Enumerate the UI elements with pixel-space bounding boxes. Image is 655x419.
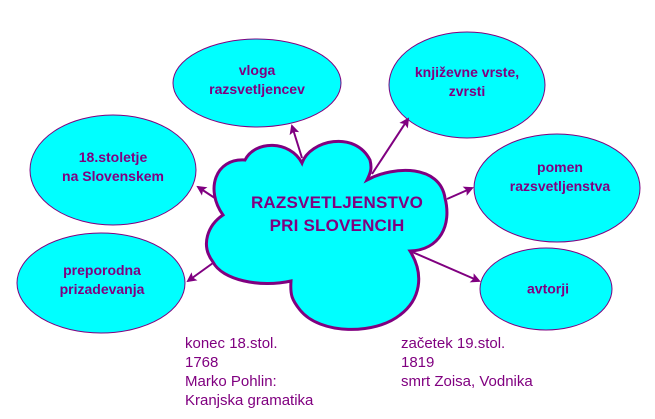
- node-avtorji-ellipse[interactable]: [479, 247, 613, 331]
- node-pomen-ellipse[interactable]: [473, 133, 641, 243]
- central-topic-line1: RAZSVETLJENSTVO: [250, 193, 424, 212]
- note-left-line: Kranjska gramatika: [185, 392, 314, 409]
- note-right-line: smrt Zoisa, Vodnika: [401, 373, 533, 390]
- arrow-to-vloga: [289, 124, 303, 159]
- node-vloga-ellipse[interactable]: [172, 38, 342, 128]
- arrow-to-preporodna: [186, 262, 214, 283]
- node-preporodna-ellipse[interactable]: [16, 232, 186, 334]
- note-left-line: Marko Pohlin:: [185, 373, 277, 390]
- central-cloud[interactable]: [204, 139, 449, 331]
- node-knjizevne-ellipse[interactable]: [388, 31, 546, 139]
- node-vloga-line2: razsvetljencev: [209, 81, 305, 97]
- note-right: začetek 19.stol. 1819 smrt Zoisa, Vodnik…: [401, 334, 533, 391]
- note-right-line: začetek 19.stol.: [401, 335, 506, 352]
- arrow-to-avtorji: [409, 250, 481, 283]
- node-knjizevne-line1: književne vrste,: [414, 64, 520, 80]
- node-preporodna-line1: preporodna: [63, 262, 141, 278]
- note-right-line: 1819: [401, 354, 435, 371]
- arrow-to-pomen: [446, 186, 474, 200]
- node-vloga-line1: vloga: [238, 62, 276, 78]
- node-pomen-line1: pomen: [537, 159, 583, 175]
- note-left: konec 18.stol. 1768 Marko Pohlin: Kranjs…: [185, 334, 313, 410]
- node-knjizevne[interactable]: književne vrste, zvrsti: [415, 63, 519, 101]
- node-preporodna-line2: prizadevanja: [59, 281, 145, 297]
- central-topic-line2: PRI SLOVENCIH: [269, 216, 405, 235]
- arrow-to-knjizevne: [371, 117, 410, 175]
- node-knjizevne-line2: zvrsti: [448, 83, 486, 99]
- node-pomen-line2: razsvetljenstva: [509, 178, 611, 194]
- node-stoletje-line2: na Slovenskem: [62, 168, 164, 184]
- node-stoletje-line1: 18.stoletje: [78, 149, 148, 165]
- note-left-line: konec 18.stol.: [185, 335, 278, 352]
- node-avtorji[interactable]: avtorji: [527, 280, 569, 299]
- central-topic: RAZSVETLJENSTVO PRI SLOVENCIH: [251, 191, 423, 237]
- node-stoletje-ellipse[interactable]: [29, 114, 197, 226]
- node-avtorji-line1: avtorji: [526, 280, 570, 297]
- node-pomen[interactable]: pomen razsvetljenstva: [510, 158, 610, 196]
- node-vloga[interactable]: vloga razsvetljencev: [209, 61, 305, 99]
- note-left-line: 1768: [185, 354, 219, 371]
- node-stoletje[interactable]: 18.stoletje na Slovenskem: [62, 148, 164, 186]
- node-preporodna[interactable]: preporodna prizadevanja: [60, 261, 145, 299]
